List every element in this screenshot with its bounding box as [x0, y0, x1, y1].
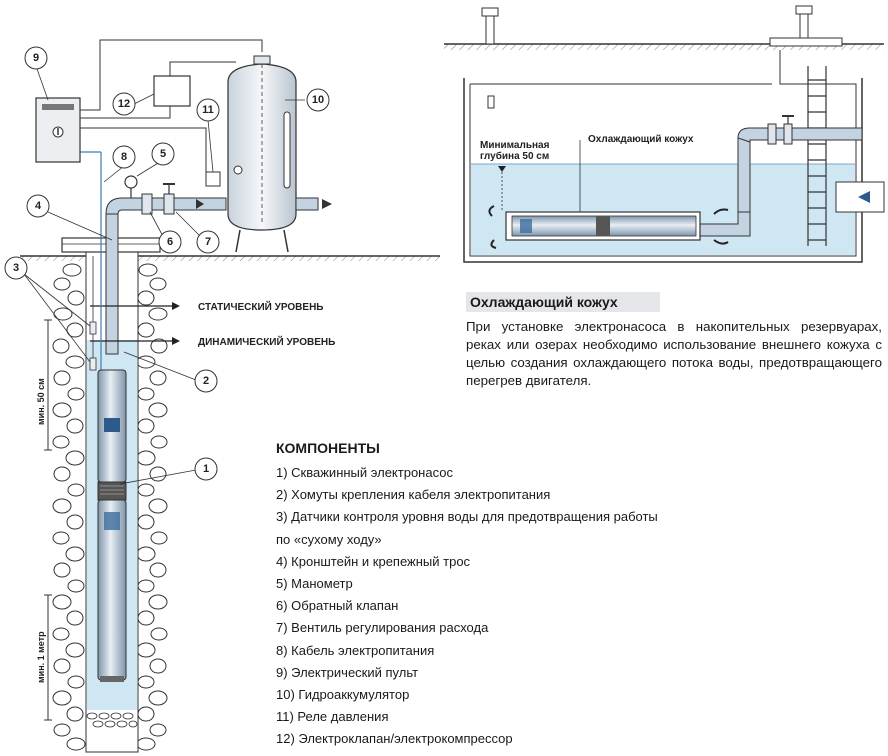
reservoir-installation: Минимальная глубина 50 см Охлаждающий ко… — [444, 5, 885, 263]
component-item: 10) Гидроаккумулятор — [276, 687, 410, 703]
marker-7: 7 — [196, 230, 220, 254]
svg-text:2: 2 — [203, 375, 209, 387]
svg-text:10: 10 — [312, 94, 324, 106]
depth-marker-icon — [498, 166, 506, 172]
marker-5: 5 — [151, 142, 175, 166]
component-item: 6) Обратный клапан — [276, 598, 399, 614]
svg-text:8: 8 — [121, 151, 127, 163]
component-item: 11) Реле давления — [276, 709, 389, 725]
marker-3: 3 — [4, 256, 28, 280]
leader-lines — [23, 65, 305, 485]
component-item: 2) Хомуты крепления кабеля электропитани… — [276, 487, 551, 503]
svg-text:12: 12 — [118, 98, 130, 110]
ground-hatch — [20, 256, 440, 261]
svg-text:3: 3 — [13, 262, 19, 274]
gauge-icon — [124, 175, 138, 189]
marker-8: 8 — [112, 145, 136, 169]
flow-arrow-icon — [490, 239, 497, 249]
component-item: 3) Датчики контроля уровня воды для пред… — [276, 509, 658, 525]
static-level-label: СТАТИЧЕСКИЙ УРОВЕНЬ — [198, 300, 323, 313]
info-title: Охлаждающий кожух — [466, 292, 660, 312]
cooling-jacket-label: Охлаждающий кожух — [588, 134, 694, 145]
info-text: При установке электронасоса в накопитель… — [466, 319, 882, 388]
borehole-installation: СТАТИЧЕСКИЙ УРОВЕНЬ ДИНАМИЧЕСКИЙ УРОВЕНЬ… — [4, 39, 440, 753]
pressure-switch — [205, 171, 221, 187]
arrow-right-icon — [172, 302, 180, 310]
component-item: 8) Кабель электропитания — [276, 642, 435, 658]
component-item: 1) Скважинный электронасос — [276, 465, 453, 480]
riser-pipe — [105, 213, 119, 355]
svg-text:11: 11 — [202, 104, 214, 116]
discharge-pipe — [737, 137, 751, 225]
marker-11: 11 — [196, 98, 220, 122]
manhole-cover — [769, 37, 843, 47]
component-item: 4) Кронштейн и крепежный трос — [276, 553, 471, 569]
reservoir-water — [471, 164, 855, 255]
flow-arrow-icon — [488, 205, 495, 217]
level-sensor — [89, 321, 97, 335]
flow-arrow-icon — [713, 208, 729, 215]
component-item: 12) Электроклапан/электрокомпрессор — [276, 731, 513, 747]
min-1m-label: мин. 1 метр — [36, 631, 46, 683]
component-item: 9) Электрический пульт — [276, 664, 419, 680]
level-sensor — [89, 357, 97, 371]
flow-arrow-icon — [713, 239, 729, 245]
ground-hatch — [444, 44, 884, 50]
min-depth-label-2: глубина 50 см — [480, 150, 549, 162]
svg-text:4: 4 — [35, 200, 42, 212]
gate-valve — [163, 193, 175, 215]
gravel-bottom — [86, 712, 138, 728]
arrow-left-icon — [858, 191, 870, 203]
svg-text:9: 9 — [33, 52, 39, 64]
min-depth-label-1: Минимальная — [480, 140, 550, 151]
pressure-tank — [227, 63, 297, 231]
marker-10: 10 — [306, 88, 330, 112]
component-item: 7) Вентиль регулирования расхода — [276, 620, 489, 636]
svg-text:1: 1 — [203, 463, 209, 475]
vent-pipe — [485, 13, 495, 45]
svg-text:7: 7 — [205, 236, 211, 248]
marker-1: 1 — [194, 457, 218, 481]
gate-valve — [783, 123, 793, 145]
vent-pipe — [799, 11, 809, 39]
arrow-right-icon — [172, 337, 180, 345]
level-glass — [283, 111, 291, 189]
check-valve — [767, 123, 777, 145]
marker-12: 12 — [112, 92, 136, 116]
stone-wall-right — [136, 263, 168, 751]
svg-text:5: 5 — [160, 148, 166, 160]
electro-valve-box — [153, 75, 191, 107]
reservoir-walls — [463, 78, 863, 263]
components-title: КОМПОНЕНТЫ — [276, 440, 380, 456]
flow-arrow-icon — [196, 199, 204, 209]
pump-intake — [97, 481, 127, 501]
min-50cm-label: мин. 50 см — [36, 378, 46, 425]
marker-2: 2 — [194, 369, 218, 393]
component-item: по «сухому ходу» — [276, 531, 382, 547]
marker-4: 4 — [26, 194, 50, 218]
inlet-pipe — [835, 181, 885, 213]
svg-text:6: 6 — [167, 236, 173, 248]
gauge-icon — [233, 165, 243, 175]
marker-6: 6 — [158, 230, 182, 254]
check-valve — [141, 193, 153, 215]
flow-arrow-icon — [322, 199, 332, 209]
dynamic-level-label: ДИНАМИЧЕСКИЙ УРОВЕНЬ — [198, 335, 335, 348]
marker-9: 9 — [24, 46, 48, 70]
component-item: 5) Манометр — [276, 576, 353, 592]
components-list: 1) Скважинный электронасос 2) Хомуты кре… — [276, 462, 658, 751]
stone-wall-left — [52, 263, 86, 751]
pump-badge — [104, 418, 120, 432]
